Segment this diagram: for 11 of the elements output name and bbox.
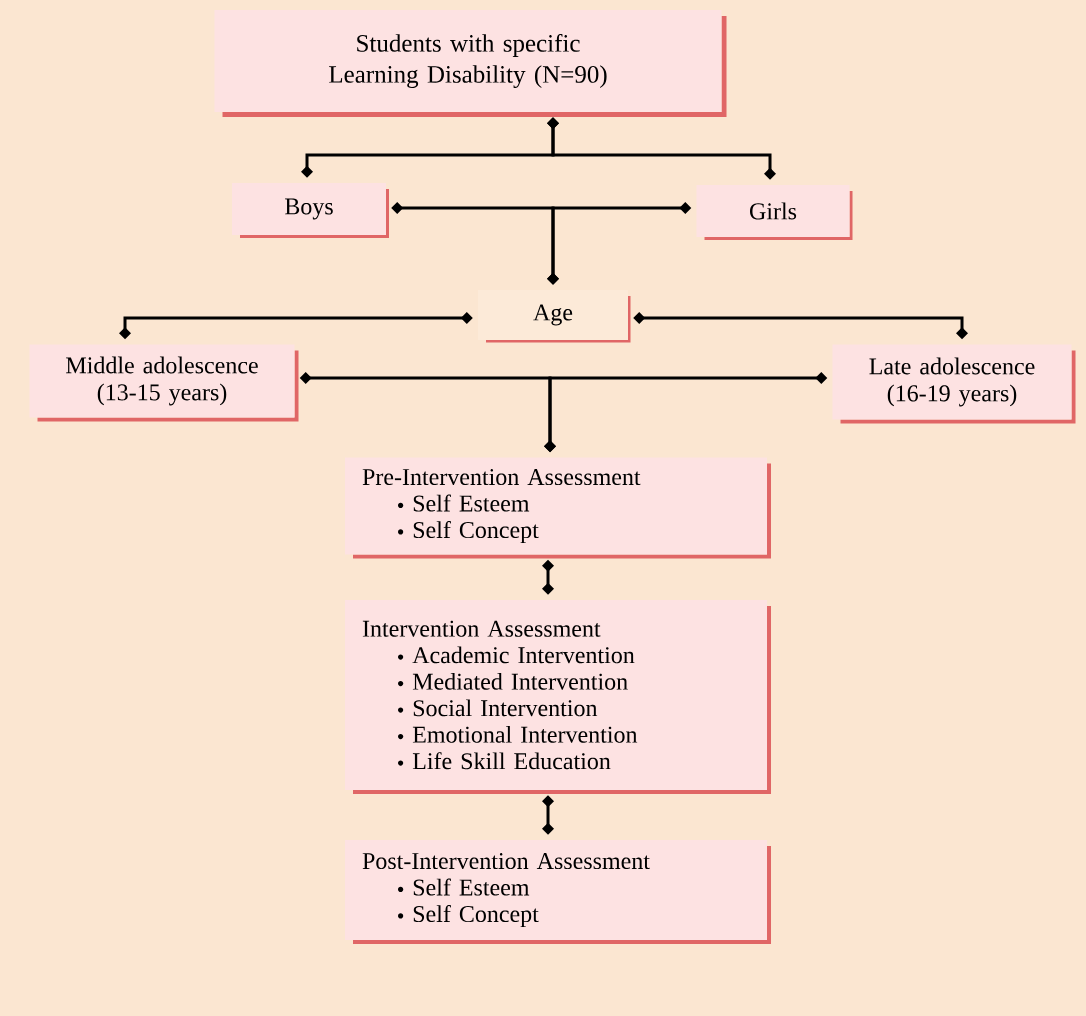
process-box: Pre-Intervention Assessment Self Esteem Self Concept	[345, 457, 771, 559]
connector	[547, 117, 776, 180]
connector	[542, 795, 554, 835]
process-box: Late adolescence (16-19 years)	[832, 344, 1076, 424]
process-box: Boys	[232, 183, 389, 238]
process-box: Post-Intervention Assessment Self Esteem Self Concept	[345, 840, 771, 944]
process-box: Students with specific Learning Disability (N=90)	[214, 10, 727, 117]
process-box: Age	[478, 290, 631, 343]
process-box: Middle adolescence (13-15 years)	[29, 344, 299, 422]
process-box: Intervention Assessment Academic Intervention Mediated Intervention Social Intervention Emotional Intervention Life Skill Education	[345, 600, 771, 794]
process-box: Girls	[696, 185, 853, 240]
